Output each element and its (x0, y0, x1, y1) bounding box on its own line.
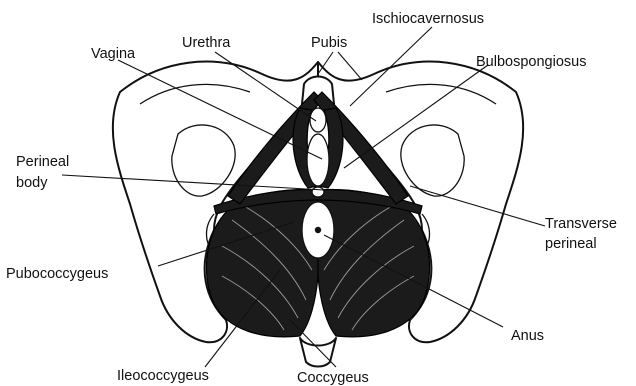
label-bulbospongiosus: Bulbospongiosus (476, 54, 586, 70)
urethra-opening (310, 108, 326, 132)
label-transverse-perineal-line2: perineal (545, 236, 597, 252)
leader-pubis-right (338, 52, 362, 80)
anus-center (315, 227, 321, 233)
perineal-body-node (312, 187, 324, 197)
label-anus: Anus (511, 328, 544, 344)
label-perineal-body-line1: Perineal (16, 154, 69, 170)
label-ileococcygeus: Ileococcygeus (117, 368, 209, 384)
label-ischiocavernosus: Ischiocavernosus (372, 11, 484, 27)
label-vagina: Vagina (91, 46, 136, 62)
label-pubococcygeus: Pubococcygeus (6, 266, 108, 282)
label-urethra: Urethra (182, 35, 231, 51)
label-pubis: Pubis (311, 35, 347, 51)
label-coccygeus: Coccygeus (297, 370, 369, 386)
label-perineal-body-line2: body (16, 175, 48, 191)
vaginal-opening (307, 134, 329, 186)
label-transverse-perineal-line1: Transverse (545, 216, 617, 232)
